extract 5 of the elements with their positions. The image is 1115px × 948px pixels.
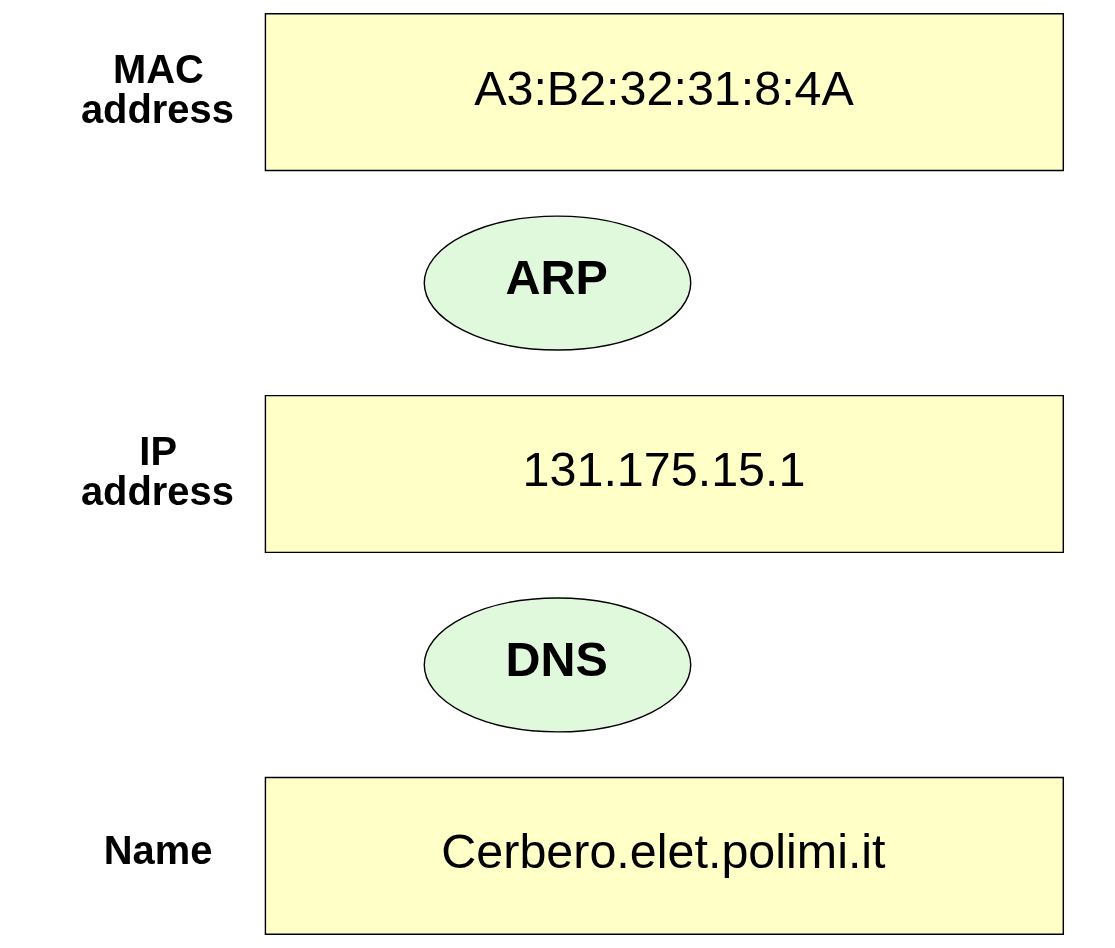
node-ellipse: ARP — [423, 215, 692, 351]
node-label: MAC address — [80, 46, 234, 131]
node-label: Name — [103, 828, 213, 873]
node-ellipse: DNS — [423, 597, 692, 733]
node-label: IP address — [80, 428, 234, 513]
